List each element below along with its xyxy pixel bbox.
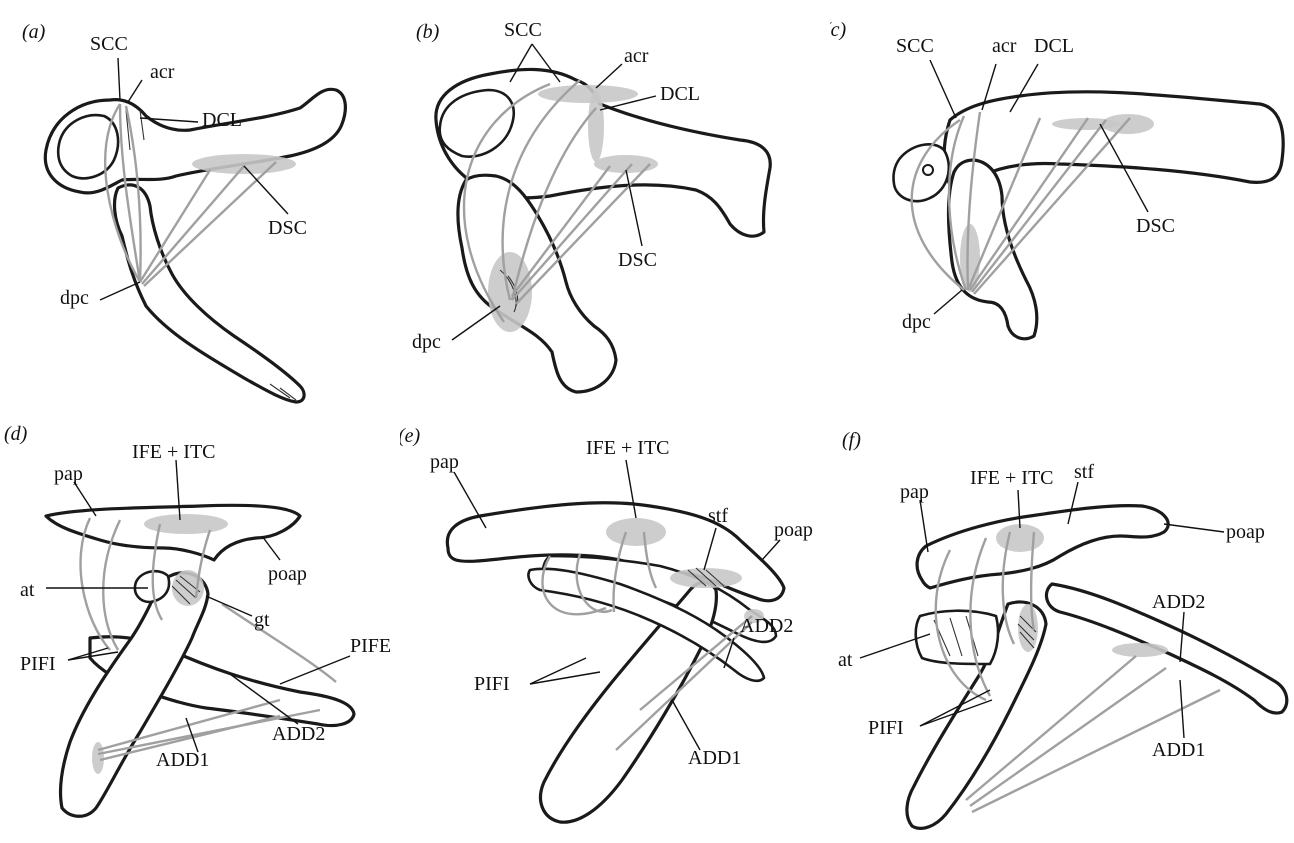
panel-f-drawing: (f) pap IFE + ITC stf poap at PIFI ADD2 … — [830, 420, 1294, 843]
muscle-line — [222, 604, 336, 682]
panel-f-tag: (f) — [842, 429, 861, 451]
dcl-attachment-area — [588, 90, 604, 162]
add1-label: ADD1 — [1152, 739, 1205, 761]
panel-b-tag: (b) — [416, 21, 440, 43]
stf-label: stf — [1074, 461, 1094, 483]
ife-itc-label: IFE + ITC — [970, 467, 1054, 489]
dpc-label: dpc — [902, 311, 931, 333]
dsc-leader — [244, 166, 288, 214]
at-attachment-area — [1018, 604, 1038, 652]
pap-label: pap — [54, 463, 83, 485]
panel-a-tag: (a) — [22, 21, 46, 43]
pap-label: pap — [430, 451, 459, 473]
pubic-apron — [916, 611, 998, 664]
dcl-label: DCL — [202, 109, 242, 131]
dpc-label: dpc — [60, 287, 89, 309]
poap-leader — [1164, 524, 1224, 532]
add1-label: ADD1 — [688, 747, 741, 769]
panel-c-drawing: (c) SCC acr DCL DSC dpc — [830, 0, 1294, 420]
panel-a: (a) SCC acr DCL DSC dpc — [0, 0, 400, 420]
panel-c: (c) SCC acr DCL DSC dpc — [830, 0, 1294, 420]
add2-attachment-area — [1112, 643, 1168, 657]
scc-attachment-area — [538, 85, 638, 103]
panel-b: (b) SCC acr DCL DSC dpc — [400, 0, 830, 420]
dcl-label: DCL — [660, 83, 700, 105]
panel-e-drawing: (e) pap IFE + ITC stf poap PIFI ADD2 ADD… — [400, 420, 830, 843]
panel-d-drawing: (d) pap IFE + ITC at poap gt PIFI PIFE A… — [0, 420, 400, 843]
muscle-line — [142, 166, 244, 284]
gt-label: gt — [254, 609, 270, 631]
acr-leader — [596, 64, 622, 88]
add1-attachment-area — [92, 742, 104, 774]
dpc-leader — [452, 306, 500, 340]
pifi-label: PIFI — [474, 673, 510, 695]
poap-leader — [762, 540, 780, 560]
acr-label: acr — [992, 35, 1017, 57]
dcl-label: DCL — [1034, 35, 1074, 57]
panel-f: (f) pap IFE + ITC stf poap at PIFI ADD2 … — [830, 420, 1294, 843]
add1-label: ADD1 — [156, 749, 209, 771]
pife-leader — [280, 656, 350, 684]
pap-label: pap — [900, 481, 929, 503]
scc-leader — [930, 60, 956, 118]
panel-e-tag: (e) — [400, 425, 421, 447]
glenoid-lobe — [893, 144, 948, 201]
dpc-leader — [100, 282, 140, 300]
dpc-leader — [934, 290, 962, 314]
pifi-leader — [530, 672, 600, 684]
scc-label: SCC — [896, 35, 934, 57]
scc-leader — [118, 58, 120, 100]
panel-d: (d) pap IFE + ITC at poap gt PIFI PIFE A… — [0, 420, 400, 843]
dsc-attachment-area — [192, 154, 296, 174]
scc-label: SCC — [90, 33, 128, 55]
acr-label: acr — [624, 45, 649, 67]
dsc-label: DSC — [618, 249, 657, 271]
poap-label: poap — [774, 519, 813, 541]
at-label: at — [20, 579, 35, 601]
add2-label: ADD2 — [1152, 591, 1205, 613]
stf-label: stf — [708, 505, 728, 527]
ife-itc-attachment-area — [996, 524, 1044, 552]
dsc-label: DSC — [268, 217, 307, 239]
dsc-label: DSC — [1136, 215, 1175, 237]
dpc-label: dpc — [412, 331, 441, 353]
dsc-attachment-area — [1102, 114, 1154, 134]
ife-itc-label: IFE + ITC — [132, 441, 216, 463]
ife-itc-attachment-area — [144, 514, 228, 534]
pifi-leader — [530, 658, 586, 684]
ife-itc-label: IFE + ITC — [586, 437, 670, 459]
pifi-label: PIFI — [868, 717, 904, 739]
panel-b-drawing: (b) SCC acr DCL DSC dpc — [400, 0, 830, 420]
acr-leader — [128, 80, 142, 102]
pifi-label: PIFI — [20, 653, 56, 675]
poap-label: poap — [268, 563, 307, 585]
ife-itc-attachment-area — [606, 518, 666, 546]
add1-leader — [672, 700, 700, 750]
add2-label: ADD2 — [272, 723, 325, 745]
panel-a-drawing: (a) SCC acr DCL DSC dpc — [0, 0, 400, 420]
panel-c-tag: (c) — [830, 19, 847, 41]
dpc-attachment-area — [488, 252, 532, 332]
stf-attachment-area — [670, 568, 742, 588]
add2-label: ADD2 — [740, 615, 793, 637]
muscle-line — [144, 162, 276, 286]
panel-d-tag: (d) — [4, 423, 28, 445]
ilium-bone — [917, 506, 1168, 588]
poap-label: poap — [1226, 521, 1265, 543]
acr-label: acr — [150, 61, 175, 83]
gt-leader — [206, 596, 252, 616]
poap-leader — [262, 536, 280, 560]
at-label: at — [838, 649, 853, 671]
panel-e: (e) pap IFE + ITC stf poap PIFI ADD2 ADD… — [400, 420, 830, 843]
pife-label: PIFE — [350, 635, 391, 657]
pap-leader — [920, 500, 928, 552]
scc-label: SCC — [504, 19, 542, 41]
